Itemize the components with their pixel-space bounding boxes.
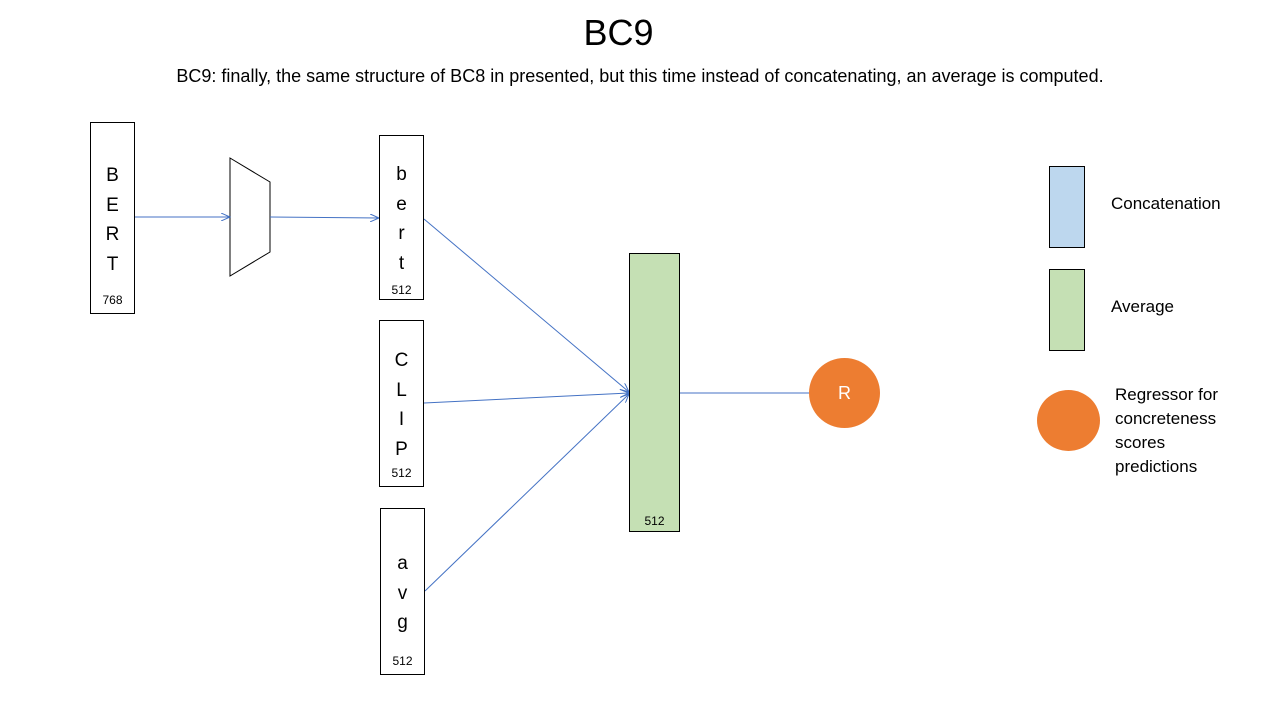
bert-box: b e r t 512	[379, 135, 424, 300]
legend-concatenation-label: Concatenation	[1111, 194, 1221, 213]
clip-dim: 512	[391, 466, 412, 480]
average-layer-dim: 512	[644, 514, 665, 528]
regressor-label: R	[838, 382, 851, 403]
page-title: BC9	[583, 12, 654, 53]
bert-label: b e r t	[396, 164, 407, 274]
avg-dim: 512	[392, 654, 413, 668]
bert-input-dim: 768	[102, 293, 123, 307]
legend-average-swatch	[1049, 269, 1085, 351]
arrow-projection-to-bert	[269, 217, 379, 218]
arrow-bert-to-average	[423, 218, 629, 392]
projection-trapezoid	[229, 157, 271, 277]
arrow-clip-to-average	[423, 393, 629, 404]
arrow-avg-to-average	[424, 394, 629, 592]
bert-input-label: B E R T	[105, 165, 120, 275]
page-subtitle: BC9: finally, the same structure of BC8 …	[176, 66, 1104, 86]
bert-input-box: B E R T 768	[90, 122, 135, 314]
regressor-node: R	[809, 358, 880, 428]
bert-dim: 512	[391, 283, 412, 297]
avg-box: a v g 512	[380, 508, 425, 675]
average-layer: 512	[629, 253, 680, 532]
legend-regressor-swatch	[1037, 390, 1100, 451]
legend-regressor-label: Regressor for concreteness scores predic…	[1115, 385, 1218, 476]
legend-average-label: Average	[1111, 297, 1175, 316]
clip-label: C L I P	[394, 350, 409, 460]
legend-concatenation-swatch	[1049, 166, 1085, 248]
clip-box: C L I P 512	[379, 320, 424, 487]
avg-label: a v g	[397, 553, 408, 633]
